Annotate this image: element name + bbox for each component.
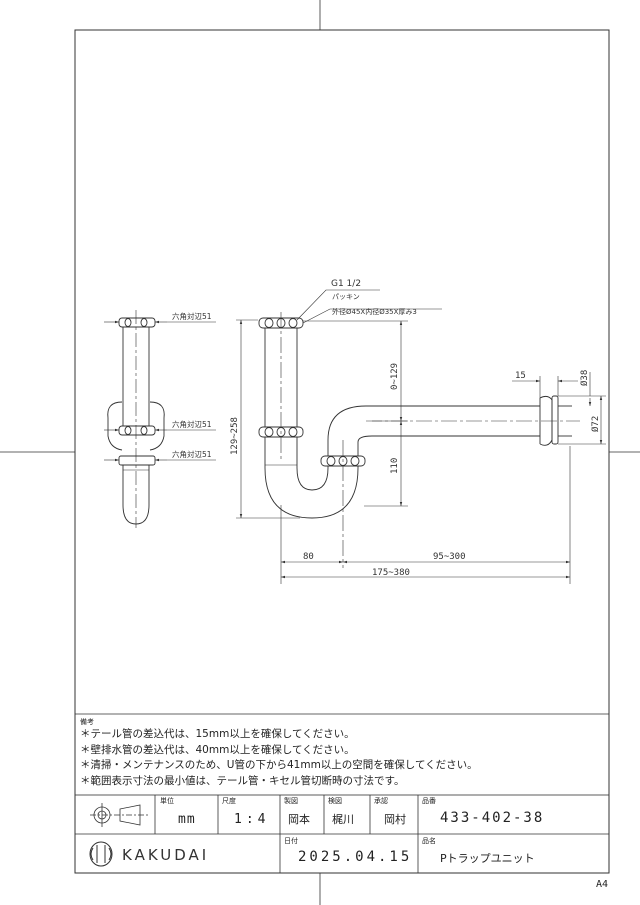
approved-value: 岡村 bbox=[384, 813, 406, 826]
dim-total-height: 129~258 bbox=[230, 417, 240, 455]
front-view bbox=[258, 317, 572, 519]
scale-value: 1:4 bbox=[234, 812, 270, 827]
dim-upper: 0~129 bbox=[390, 363, 400, 390]
hex-label-top: 六角対辺51 bbox=[172, 311, 212, 321]
dimension-lines bbox=[236, 289, 606, 584]
kakudai-logo-mark bbox=[89, 841, 113, 867]
hex-label-bottom: 六角対辺51 bbox=[172, 449, 212, 459]
packing-spec: 外径Ø45X内径Ø35X厚み3 bbox=[332, 307, 417, 316]
note-line-1: ＊テール管の差込代は、15mm以上を確保してください。 bbox=[80, 728, 355, 740]
approved-label: 承認 bbox=[374, 797, 388, 805]
dim-dia-72: Ø72 bbox=[590, 416, 601, 432]
unit-label: 単位 bbox=[160, 797, 174, 805]
hex-label-middle: 六角対辺51 bbox=[172, 419, 212, 429]
projection-symbol bbox=[90, 803, 148, 827]
date-label: 日付 bbox=[284, 837, 298, 845]
dim-width-95-300: 95~300 bbox=[433, 552, 466, 562]
title-block-grid bbox=[74, 794, 610, 874]
dim-lower: 110 bbox=[390, 458, 400, 474]
dim-flange-15: 15 bbox=[515, 371, 526, 381]
name-label: 品名 bbox=[422, 837, 436, 845]
front-view-centerlines bbox=[280, 312, 580, 568]
note-line-4: ＊範囲表示寸法の最小値は、テール管・キセル管切断時の寸法です。 bbox=[80, 774, 405, 787]
paper-size: A4 bbox=[595, 879, 608, 890]
left-view bbox=[107, 310, 165, 528]
checked-value: 梶川 bbox=[332, 813, 354, 826]
brand-name: KAKUDAI bbox=[122, 846, 210, 864]
packing-label: パッキン bbox=[332, 293, 360, 301]
notes-section: 備考 ＊テール管の差込代は、15mm以上を確保してください。 ＊壁排水管の差込代… bbox=[80, 718, 600, 789]
drawn-value: 岡本 bbox=[288, 813, 310, 826]
dim-width-175-380: 175~380 bbox=[372, 568, 410, 578]
dim-width-80: 80 bbox=[303, 552, 314, 562]
part-no-label: 品番 bbox=[422, 797, 436, 805]
note-line-3: ＊清掃・メンテナンスのため、U管の下から41mm以上の空間を確保してください。 bbox=[80, 759, 478, 771]
note-line-2: ＊壁排水管の差込代は、40mm以上を確保してください。 bbox=[80, 743, 355, 756]
drawn-label: 製図 bbox=[284, 797, 298, 805]
unit-value: mm bbox=[178, 812, 196, 827]
thread-label: G1 1/2 bbox=[331, 279, 361, 289]
scale-label: 尺度 bbox=[222, 797, 236, 805]
date-value: 2025.04.15 bbox=[298, 849, 413, 865]
checked-label: 検図 bbox=[328, 797, 342, 805]
part-no-value: 433-402-38 bbox=[440, 810, 545, 826]
notes-header: 備考 bbox=[80, 718, 94, 726]
name-value: Pトラップユニット bbox=[440, 852, 535, 865]
dim-dia-38: Ø38 bbox=[579, 370, 590, 386]
left-view-hex-leaders bbox=[104, 320, 216, 462]
